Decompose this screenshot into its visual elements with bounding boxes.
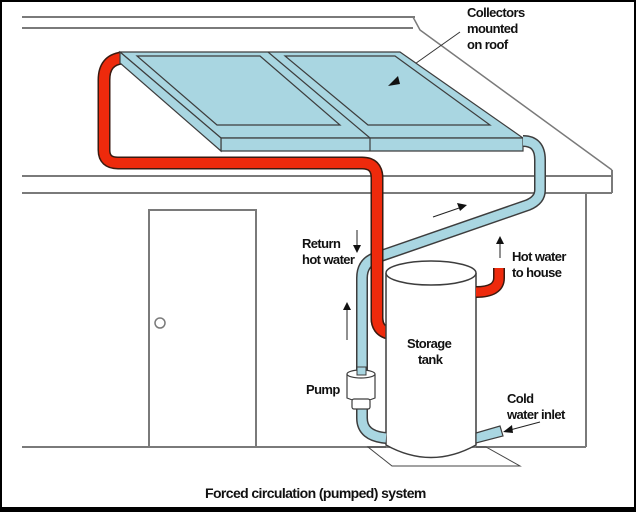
label-return-hot-water-line1: Return bbox=[302, 236, 341, 251]
flow-arrowhead-pump bbox=[343, 302, 351, 310]
flow-arrowhead-house bbox=[496, 236, 504, 244]
flow-arrow-shaft-collector bbox=[432, 206, 463, 218]
label-cold-water-inlet-line2: water inlet bbox=[506, 407, 566, 422]
collectors-arrow-tip bbox=[388, 76, 400, 86]
label-hot-water-to-house-line2: to house bbox=[512, 265, 562, 280]
label-hot-water-to-house-line1: Hot water bbox=[512, 249, 566, 264]
door-knob bbox=[154, 317, 166, 329]
house bbox=[22, 16, 613, 448]
label-cold-water-inlet-line1: Cold bbox=[507, 391, 534, 406]
flow-arrow-shaft-inlet bbox=[509, 421, 541, 431]
label-pump: Pump bbox=[306, 382, 340, 397]
flow-arrowhead-return bbox=[353, 245, 361, 253]
flow-arrowhead-inlet bbox=[503, 425, 513, 433]
cold-supply-pipe bbox=[356, 135, 546, 372]
diagram-caption: Forced circulation (pumped) system bbox=[205, 485, 426, 501]
hot-water-outlet-pipe bbox=[475, 268, 505, 298]
labels: Collectors mounted on roof Return hot wa… bbox=[205, 5, 567, 501]
pump-to-tank-pipe bbox=[356, 400, 387, 444]
label-collectors-line3: on roof bbox=[467, 37, 509, 52]
collector-panel-right bbox=[283, 55, 492, 126]
label-storage-tank-line1: Storage bbox=[407, 336, 452, 351]
cold-water-inlet-pipe bbox=[475, 425, 504, 444]
label-collectors-line1: Collectors bbox=[467, 5, 525, 20]
storage-tank bbox=[366, 260, 522, 467]
flow-arrows bbox=[343, 203, 541, 433]
collector-panel-left bbox=[135, 55, 342, 126]
door bbox=[148, 209, 257, 448]
label-collectors-line2: mounted bbox=[467, 21, 518, 36]
label-storage-tank-line2: tank bbox=[418, 352, 444, 367]
label-return-hot-water-line2: hot water bbox=[302, 252, 355, 267]
flow-arrowhead-collector bbox=[457, 203, 467, 211]
solar-collectors bbox=[118, 50, 525, 153]
pump bbox=[346, 366, 376, 410]
roof-slope bbox=[412, 16, 613, 171]
